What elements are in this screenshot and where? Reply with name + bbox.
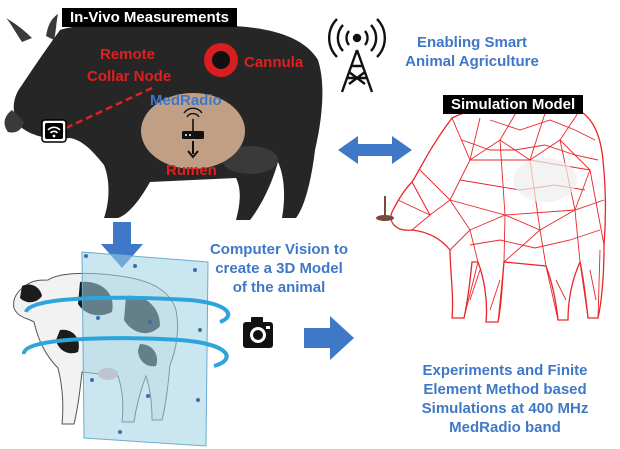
cannula-icon <box>204 43 238 77</box>
computer-vision-text: Computer Vision to create a 3D Model of … <box>204 240 354 297</box>
orbit-rings <box>22 295 231 368</box>
remote-collar-label-2: Collar Node <box>87 68 172 85</box>
antenna-probe <box>376 196 394 221</box>
radio-tower-icon <box>327 18 387 93</box>
fem-line-3: Simulations at 400 MHz <box>421 400 589 417</box>
rumen-label: Rumen <box>166 162 217 179</box>
fem-line-2: Element Method based <box>423 381 587 398</box>
computer-vision-line-1: Computer Vision to <box>209 241 349 258</box>
cv-plane-points <box>84 254 202 434</box>
smart-agriculture-line-1: Enabling Smart <box>416 34 528 51</box>
down-arrow <box>101 222 143 268</box>
wifi-icon <box>41 119 67 143</box>
medradio-label: MedRadio <box>150 92 222 109</box>
router-icon <box>182 107 204 159</box>
smart-agriculture-line-2: Animal Agriculture <box>405 53 539 70</box>
camera-icon <box>243 317 273 348</box>
fem-line-1: Experiments and Finite <box>422 362 588 379</box>
simulation-model-label: Simulation Model <box>443 95 584 114</box>
mesh-cow-icon <box>390 101 607 323</box>
right-arrow <box>304 316 354 360</box>
smart-agriculture-text: Enabling Smart Animal Agriculture <box>392 33 552 71</box>
fem-line-4: MedRadio band <box>449 419 561 436</box>
cannula-label: Cannula <box>244 54 304 71</box>
computer-vision-line-3: of the animal <box>232 279 326 296</box>
collar-link-line <box>65 86 153 130</box>
computer-vision-line-2: create a 3D Model <box>215 260 343 277</box>
double-arrow <box>338 136 412 164</box>
fem-simulation-text: Experiments and Finite Element Method ba… <box>400 361 610 437</box>
cv-plane <box>81 251 209 447</box>
in-vivo-label: In-Vivo Measurements <box>62 8 237 27</box>
remote-collar-label-1: Remote <box>100 46 156 63</box>
